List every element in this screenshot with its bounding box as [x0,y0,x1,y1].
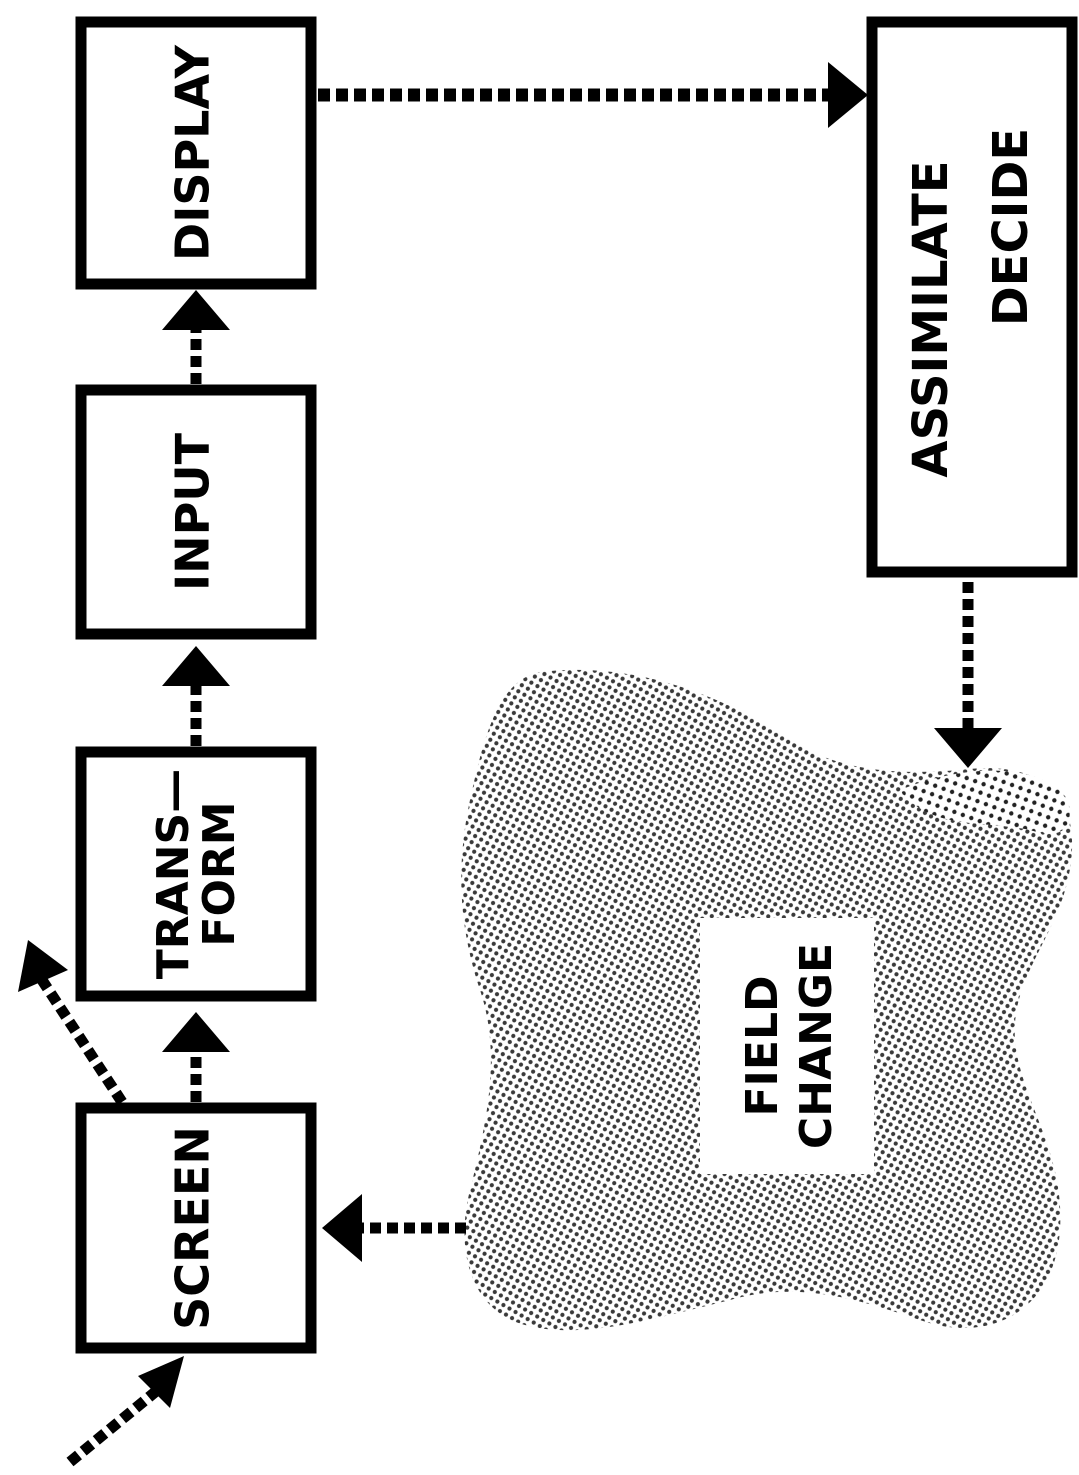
screen-label: SCREEN [166,1126,220,1330]
assimilate-decide-node: ASSIMILATE DECIDE [872,22,1072,572]
arrow-field-to-screen [322,1194,466,1262]
transform-node: TRANS— FORM [81,752,311,996]
assimilate-label: ASSIMILATE [903,160,959,477]
arrow-input-to-display [162,290,230,384]
arrow-assimilate-to-field [934,582,1002,768]
input-label: INPUT [166,432,220,591]
transform-line1: TRANS— [148,769,199,979]
input-node: INPUT [81,390,311,634]
field-change-line1: FIELD [737,975,788,1116]
field-change-line2: CHANGE [791,943,842,1149]
decide-label: DECIDE [983,128,1039,326]
arrow-transform-to-input [162,646,230,746]
screen-node: SCREEN [81,1108,311,1348]
arrow-display-to-assimilate [318,62,868,128]
display-node: DISPLAY [81,22,311,284]
arrow-screen-to-transform [162,1012,230,1102]
transform-line2: FORM [194,801,245,946]
display-label: DISPLAY [166,44,220,261]
field-change-region: FIELD CHANGE [461,670,1072,1330]
arrow-incoming-to-screen [70,1356,184,1462]
